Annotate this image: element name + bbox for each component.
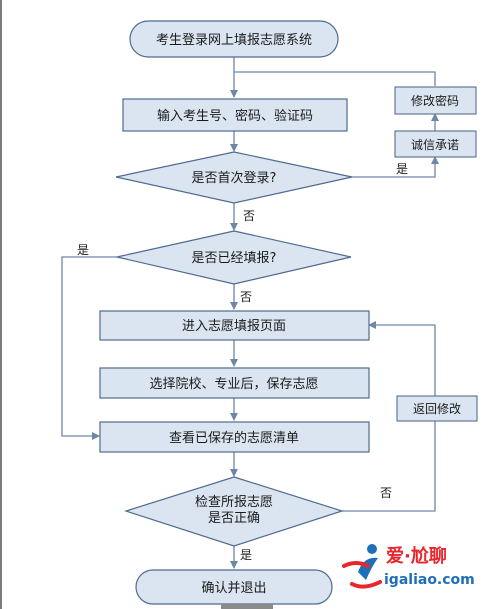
start-node-label: 考生登录网上填报志愿系统: [156, 33, 312, 48]
select-save-node: [99, 367, 370, 399]
first-login-decision: [115, 151, 353, 204]
enter-page-label: 进入志愿填报页面: [182, 319, 286, 334]
view-list-label: 查看已保存的志愿清单: [169, 430, 299, 446]
already-filled-decision: [116, 230, 352, 285]
bottom-scroll-tab: [221, 604, 273, 609]
left-border-rule: [0, 0, 2, 609]
start-node: [129, 20, 339, 58]
return-modify-node: [396, 395, 478, 422]
view-list-node: [99, 421, 370, 453]
first-login-no-label: 否: [243, 209, 255, 223]
end-node-label: 确认并退出: [201, 581, 266, 596]
watermark: 爱·尬聊 igaliao.com: [342, 544, 475, 589]
watermark-url: igaliao.com: [384, 572, 475, 588]
connector-first-login-yes: [352, 156, 439, 178]
pledge-node: [394, 130, 477, 158]
input-credentials-label: 输入考生号、密码、验证码: [157, 108, 313, 124]
watermark-brand: 爱·尬聊: [386, 545, 447, 567]
select-save-label: 选择院校、专业后，保存志愿: [149, 376, 318, 392]
already-filled-yes-label: 是: [77, 243, 89, 257]
return-modify-label: 返回修改: [413, 401, 461, 416]
already-filled-question: 是否已经填报?: [192, 251, 277, 266]
check-question-line2: 是否正确: [208, 511, 260, 526]
check-no-label: 否: [380, 486, 392, 500]
connector-check-no: [342, 421, 436, 512]
first-login-yes-label: 是: [396, 162, 408, 176]
check-yes-label: 是: [240, 548, 252, 562]
first-login-question: 是否首次登录?: [192, 170, 277, 186]
watermark-runner-icon: [342, 544, 382, 589]
input-credentials-node: [122, 98, 348, 132]
connector-return-to-enter: [368, 321, 436, 396]
connector-password-loop: [234, 71, 436, 86]
pledge-label: 诚信承诺: [411, 138, 459, 152]
enter-page-node: [99, 310, 370, 341]
connector-filled-yes: [61, 256, 117, 440]
already-filled-no-label: 否: [240, 290, 252, 304]
check-question-line1: 检查所报志愿: [195, 495, 273, 510]
change-password-label: 修改密码: [411, 93, 459, 108]
check-correct-decision: [124, 476, 344, 547]
change-password-node: [394, 86, 477, 115]
